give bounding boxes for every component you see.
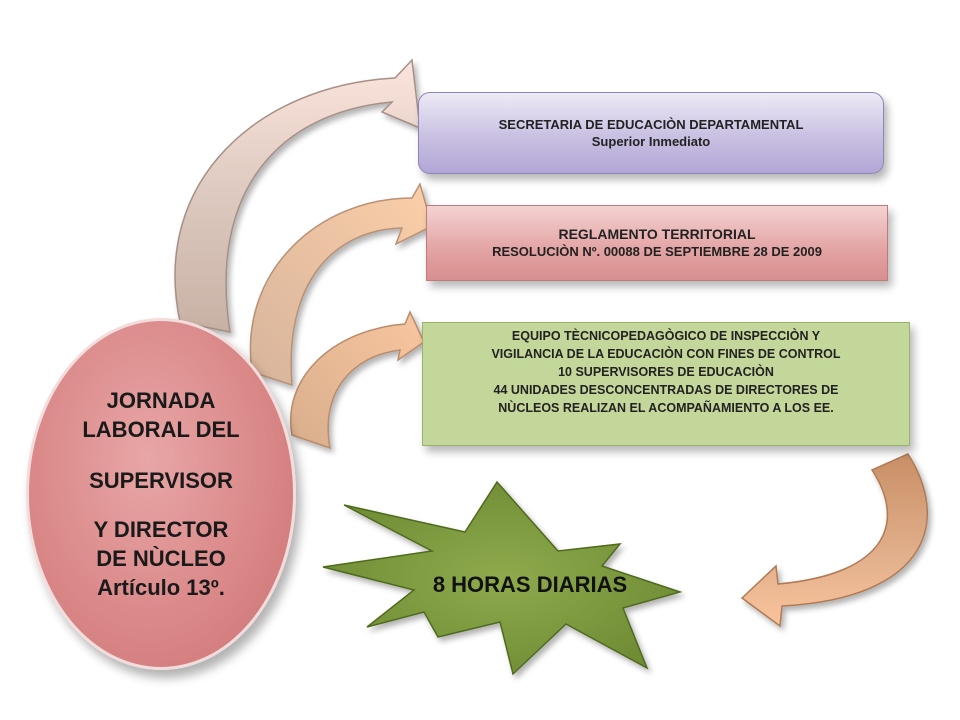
reglamento-resolution: RESOLUCIÒN Nº. 00088 DE SEPTIEMBRE 28 DE… [492,244,822,259]
oval-line-3: SUPERVISOR [89,468,233,493]
oval-line-6: Artículo 13º. [97,575,225,600]
equipo-line-2: VIGILANCIA DE LA EDUCACIÒN CON FINES DE … [491,347,841,361]
secretaria-title: SECRETARIA DE EDUCACIÒN DEPARTAMENTAL [498,117,804,132]
oval-line-4: Y DIRECTOR [93,517,229,542]
equipo-box: EQUIPO TÈCNICOPEDAGÒGICO DE INSPECCIÒN Y… [422,322,910,446]
equipo-line-5: NÙCLEOS REALIZAN EL ACOMPAÑAMIENTO A LOS… [498,401,834,415]
oval-line-5: DE NÙCLEO [96,546,226,571]
oval-line-1: JORNADA [106,388,216,413]
oval-line-2: LABORAL DEL [82,417,240,442]
reglamento-box: REGLAMENTO TERRITORIAL RESOLUCIÒN Nº. 00… [426,205,888,281]
jornada-oval: JORNADA LABORAL DEL SUPERVISOR Y DIRECTO… [26,318,296,670]
reglamento-title: REGLAMENTO TERRITORIAL [558,226,756,242]
equipo-line-1: EQUIPO TÈCNICOPEDAGÒGICO DE INSPECCIÒN Y [511,329,821,343]
equipo-line-3: 10 SUPERVISORES DE EDUCACIÒN [558,365,774,379]
secretaria-subtitle: Superior Inmediato [591,134,711,149]
star-burst-shape [322,480,683,676]
equipo-line-4: 44 UNIDADES DESCONCENTRADAS DE DIRECTORE… [493,383,839,397]
secretaria-box: SECRETARIA DE EDUCACIÒN DEPARTAMENTAL Su… [418,92,884,174]
horas-diarias-label: 8 HORAS DIARIAS [432,572,628,597]
curved-arrow-to-horas [740,453,928,628]
curved-arrow-to-equipo [290,310,425,450]
